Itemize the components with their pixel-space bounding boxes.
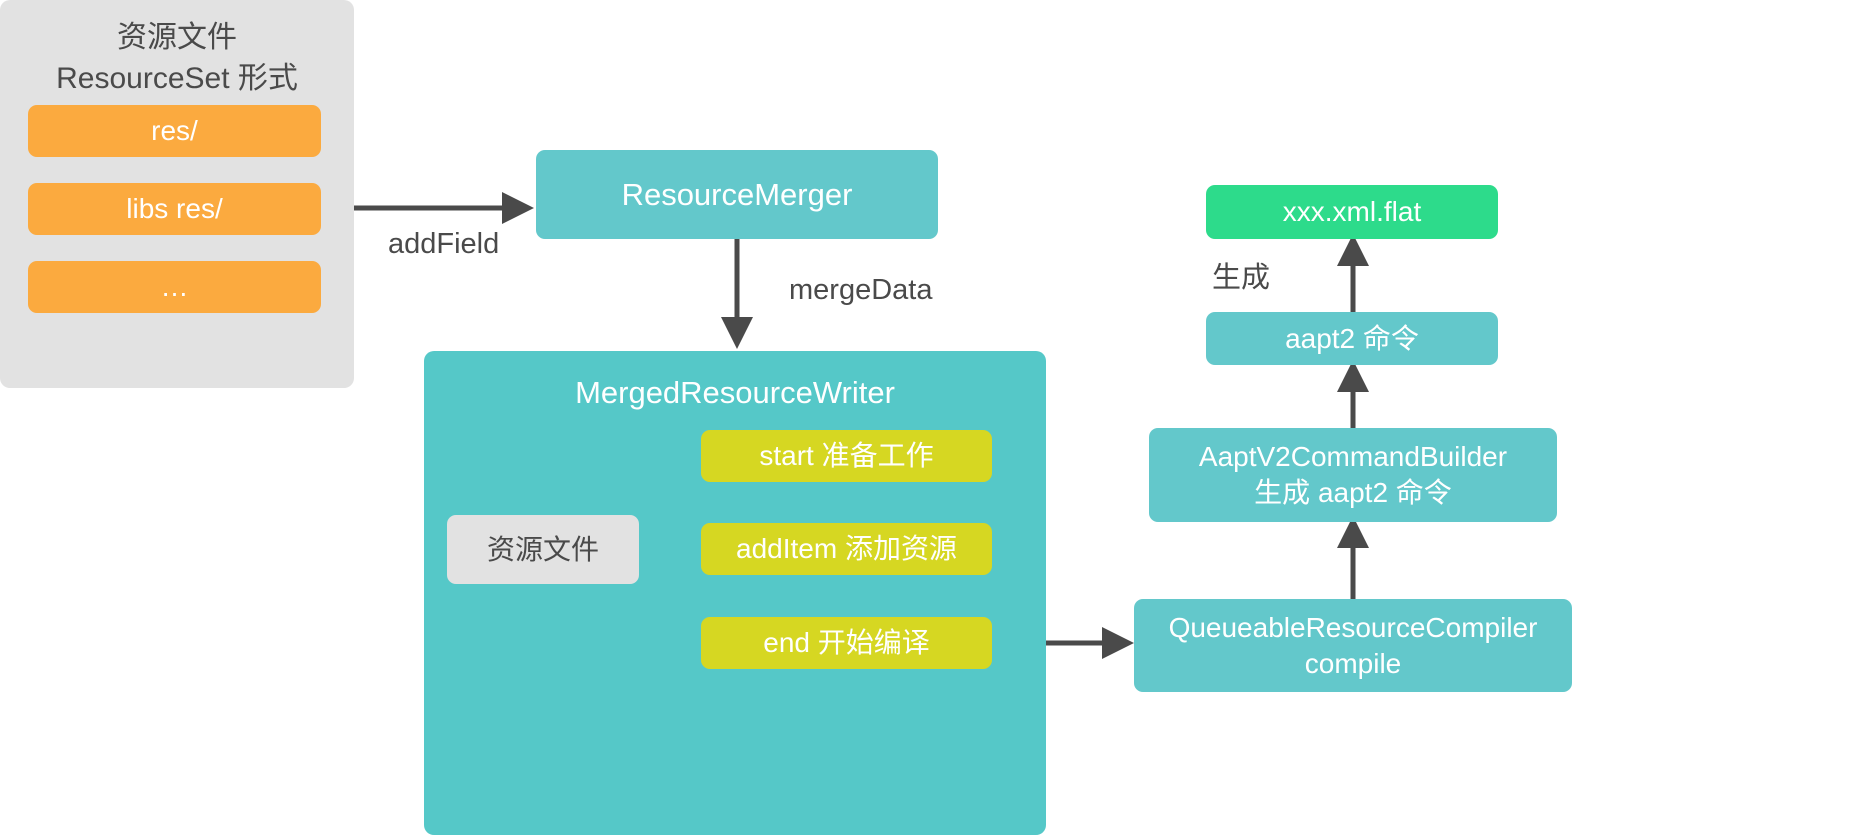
merged-writer-step-start-label: start 准备工作 — [759, 440, 934, 472]
merged-resource-writer-panel — [424, 351, 1046, 835]
edge-label-merge-data: mergeData — [789, 274, 933, 306]
aapt2-command-box[interactable]: aapt2 命令 — [1206, 312, 1498, 365]
edge-label-add-field: addField — [388, 228, 500, 260]
merged-writer-step-additem-label: addItem 添加资源 — [736, 533, 957, 565]
merged-resource-writer-title: MergedResourceWriter — [575, 375, 895, 410]
edge-label-generate: 生成 — [1212, 262, 1271, 294]
merged-writer-step-additem[interactable]: addItem 添加资源 — [701, 523, 992, 575]
resource-set-item-ellipsis-label: … — [160, 271, 189, 303]
aapt-v2-command-builder-box[interactable]: AaptV2CommandBuilder 生成 aapt2 命令 — [1149, 428, 1557, 522]
merged-writer-input-label: 资源文件 — [486, 533, 599, 565]
resource-set-item-libs-res-label: libs res/ — [126, 193, 223, 225]
merged-writer-step-end[interactable]: end 开始编译 — [701, 617, 992, 669]
queueable-resource-compiler-label: QueueableResourceCompiler compile — [1168, 611, 1538, 679]
resource-set-panel-title: 资源文件 ResourceSet 形式 — [56, 21, 298, 95]
merged-writer-step-end-label: end 开始编译 — [763, 627, 930, 659]
resource-merger-box[interactable]: ResourceMerger — [536, 150, 938, 239]
resource-set-item-res-label: res/ — [151, 115, 198, 147]
merged-writer-step-start[interactable]: start 准备工作 — [701, 430, 992, 482]
resource-set-item-res[interactable]: res/ — [28, 105, 321, 157]
output-flat-file-label: xxx.xml.flat — [1282, 196, 1422, 228]
merged-writer-input-box[interactable]: 资源文件 — [447, 515, 639, 584]
resource-set-item-ellipsis[interactable]: … — [28, 261, 321, 313]
resource-set-item-libs-res[interactable]: libs res/ — [28, 183, 321, 235]
output-flat-file-box[interactable]: xxx.xml.flat — [1206, 185, 1498, 239]
aapt-v2-command-builder-label: AaptV2CommandBuilder 生成 aapt2 命令 — [1198, 441, 1508, 508]
resource-merger-label: ResourceMerger — [621, 176, 853, 212]
aapt2-command-label: aapt2 命令 — [1285, 322, 1419, 354]
queueable-resource-compiler-box[interactable]: QueueableResourceCompiler compile — [1134, 599, 1572, 692]
